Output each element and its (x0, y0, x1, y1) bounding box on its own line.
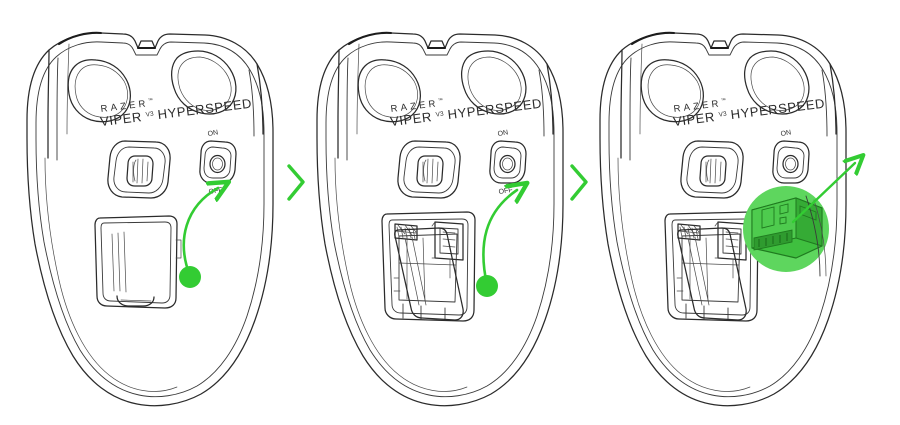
model-name: VIPER (389, 109, 433, 129)
switch-on-label: ON (207, 129, 218, 138)
step-1-open-cover: RAZER ™ VIPER V3 HYPERSPEED ON OFF (25, 31, 275, 407)
model-version: V3 (435, 111, 444, 119)
brand-trademark: ™ (438, 98, 444, 105)
model-version: V3 (145, 111, 154, 119)
step-3-remove-dongle: RAZER ™ VIPER V3 HYPERSPEED ON OFF (598, 31, 855, 407)
switch-on-label: ON (780, 129, 791, 138)
step-1-annotation (179, 188, 218, 288)
body-edge-overlay-2 (813, 199, 827, 277)
model-suffix: HYPERSPEED (447, 96, 543, 122)
model-name: VIPER (99, 109, 143, 129)
battery-cover-lifted (677, 227, 747, 321)
arrow-open-cover (182, 188, 218, 278)
brand-trademark: ™ (148, 98, 154, 105)
step-2-lift-cover: RAZER ™ VIPER V3 HYPERSPEED ON OFF (315, 31, 565, 407)
chevron-right-icon (287, 164, 305, 201)
arrow-remove-dongle (791, 163, 855, 224)
body-edge-overlay (805, 195, 821, 277)
press-point-dot (476, 275, 498, 297)
model-name: VIPER (672, 109, 716, 129)
model-suffix: HYPERSPEED (157, 96, 253, 122)
chevron-right-icon (570, 164, 588, 201)
model-suffix: HYPERSPEED (730, 96, 826, 122)
step-separator-2 (570, 164, 588, 201)
arrow-lift-cover (482, 190, 517, 287)
usb-dongle (751, 197, 823, 259)
switch-on-label: ON (497, 129, 508, 138)
step-2-annotation (476, 190, 517, 297)
step-separator-1 (287, 164, 305, 201)
brand-trademark: ™ (721, 98, 727, 105)
press-point-dot (179, 266, 201, 288)
mouse-underside-outline (25, 31, 275, 407)
model-version: V3 (718, 111, 727, 119)
battery-cover-closed (94, 215, 182, 309)
battery-cover-lifted (394, 227, 464, 321)
step-3-annotation (743, 163, 855, 277)
